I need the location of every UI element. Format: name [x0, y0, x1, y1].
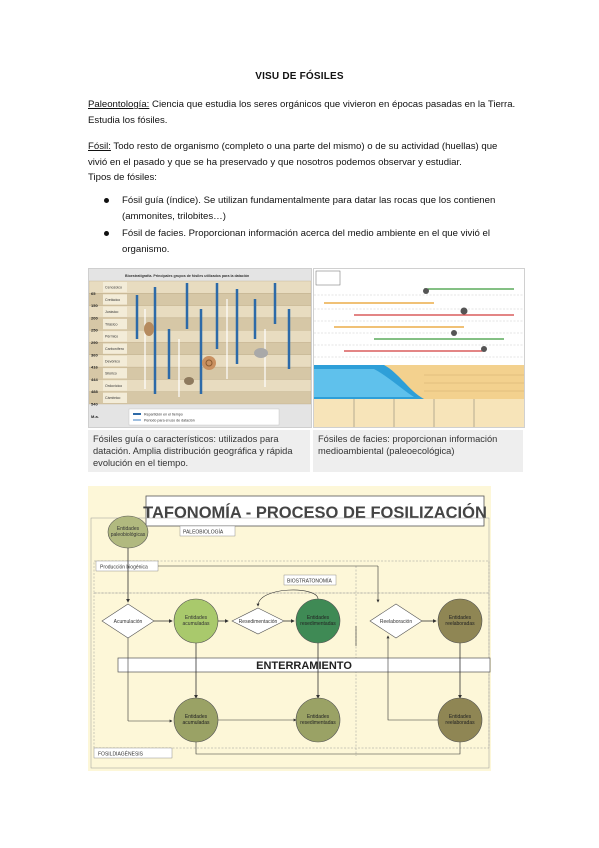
- label-bioestratonomia: BIOSTRATONOMÍA: [287, 578, 332, 585]
- fossil-icon: [423, 288, 429, 294]
- process-reelaboracion: [369, 603, 423, 639]
- definition-fosil: Todo resto de organismo (completo o una …: [88, 141, 498, 168]
- period-label: Jurásico: [105, 310, 118, 314]
- svg-text:Entidades: Entidades: [307, 714, 330, 720]
- period-label: Cámbrico: [105, 396, 120, 400]
- age-label: 540: [91, 402, 98, 407]
- fossil-icon: [254, 348, 268, 358]
- svg-text:Entidades: Entidades: [449, 714, 472, 720]
- list-item: Fósil de facies. Proporcionan informació…: [100, 226, 520, 257]
- facies-figure: [313, 268, 525, 428]
- svg-text:resedimentadas: resedimentadas: [300, 720, 336, 726]
- label-resedimentacion: Resedimentación: [239, 619, 278, 625]
- list-item: Fósil guía (índice). Se utilizan fundame…: [100, 193, 520, 224]
- label-produccion: Producción biogénica: [100, 565, 148, 571]
- biostratigraphy-chart: Bioestratigrafía. Principales grupos de …: [88, 269, 312, 427]
- period-label: Carbonífero: [105, 347, 124, 351]
- enterramiento-bar: [117, 657, 491, 673]
- label-paleobiologia: PALEOBIOLOGÍA: [183, 529, 224, 536]
- svg-text:Entidades: Entidades: [185, 714, 208, 720]
- caption-guide-fossils: Fósiles guía o característicos: utilizad…: [88, 430, 310, 472]
- age-label: 65: [91, 291, 96, 296]
- age-label: 200: [91, 315, 98, 320]
- term-fosil: Fósil:: [88, 141, 111, 152]
- svg-text:paleobiológicas: paleobiológicas: [111, 532, 146, 538]
- svg-text:Entidades: Entidades: [449, 615, 472, 621]
- legend-item: Periodo para el uso de datación: [144, 419, 195, 423]
- paragraph-paleontologia: Paleontología: Ciencia que estudia los s…: [88, 97, 518, 128]
- label-enterramiento: ENTERRAMIENTO: [256, 660, 352, 672]
- svg-text:acumuladas: acumuladas: [183, 720, 210, 726]
- age-label: 250: [91, 328, 98, 333]
- svg-text:resedimentadas: resedimentadas: [300, 621, 336, 627]
- svg-text:reelaboradas: reelaboradas: [445, 720, 475, 726]
- process-resedimentacion: [231, 607, 285, 635]
- age-label: 444: [91, 377, 98, 382]
- label-reelaboracion: Reelaboración: [380, 619, 412, 625]
- age-label: 360: [91, 352, 98, 357]
- svg-text:acumuladas: acumuladas: [183, 621, 210, 627]
- svg-text:Entidades: Entidades: [117, 526, 140, 532]
- period-label: Cretácico: [105, 298, 120, 302]
- facies-diagram: [314, 269, 524, 427]
- age-label: 488: [91, 389, 98, 394]
- figure1-header: Bioestratigrafía. Principales grupos de …: [125, 274, 249, 278]
- svg-text:Entidades: Entidades: [307, 615, 330, 621]
- period-label: Devónico: [105, 359, 120, 363]
- taphonomy-title: TAFONOMÍA - PROCESO DE FOSILIZACIÓN: [143, 503, 487, 522]
- period-label: Cenozoico: [105, 285, 122, 289]
- age-label: 150: [91, 303, 98, 308]
- fossil-types-list: Fósil guía (índice). Se utilizan fundame…: [100, 193, 520, 259]
- age-label: 416: [91, 365, 98, 370]
- svg-text:Entidades: Entidades: [185, 615, 208, 621]
- biostratigraphy-figure: Bioestratigrafía. Principales grupos de …: [88, 268, 312, 428]
- paragraph-fosil: Fósil: Todo resto de organismo (completo…: [88, 139, 518, 186]
- fossil-icon: [451, 330, 457, 336]
- svg-text:reelaboradas: reelaboradas: [445, 621, 475, 627]
- taphonomy-diagram: TAFONOMÍA - PROCESO DE FOSILIZACIÓN Enti…: [88, 486, 491, 771]
- legend-item: Repartición en el tiempo: [144, 413, 183, 417]
- period-label: Triásico: [105, 322, 117, 326]
- fossil-icon: [481, 346, 487, 352]
- trilobite-icon: [144, 322, 154, 336]
- label-fosildiagenesis: FOSILDIAGÉNESIS: [98, 751, 144, 758]
- brachiopod-icon: [184, 377, 194, 385]
- period-label: Ordovícico: [105, 384, 122, 388]
- fossil-icon: [460, 307, 468, 315]
- period-label: Silúrico: [105, 372, 117, 376]
- types-label: Tipos de fósiles:: [88, 172, 157, 183]
- ammonite-icon: [202, 356, 216, 370]
- age-label: 290: [91, 340, 98, 345]
- label-acumulacion: Acumulación: [114, 619, 143, 625]
- period-label: Pérmico: [105, 335, 118, 339]
- term-paleontologia: Paleontología:: [88, 99, 150, 110]
- age-label: M.a.: [91, 414, 99, 419]
- document-title: VISU DE FÓSILES: [255, 71, 344, 82]
- definition-paleontologia: Ciencia que estudia los seres orgánicos …: [88, 99, 516, 126]
- caption-facies-fossils: Fósiles de facies: proporcionan informac…: [313, 430, 523, 472]
- taphonomy-title-box: [145, 495, 485, 527]
